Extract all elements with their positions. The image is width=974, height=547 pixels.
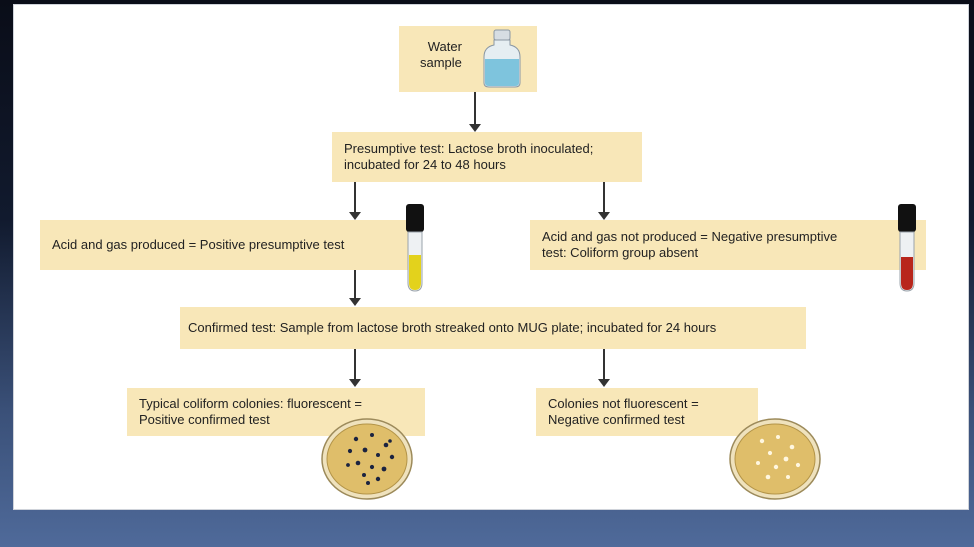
arrow-presumptive-right (598, 182, 610, 220)
negative-tube-liquid (901, 257, 913, 290)
bottle-liquid (485, 59, 519, 86)
water-bottle-icon (483, 29, 521, 88)
presumptive-test-text: Presumptive test: Lactose broth inoculat… (344, 141, 594, 172)
negative-confirmed-text: Colonies not fluorescent = Negative conf… (548, 396, 699, 427)
positive-confirmed-text: Typical coliform colonies: fluorescent =… (139, 396, 362, 427)
positive-presumptive-text: Acid and gas produced = Positive presump… (52, 237, 345, 252)
negative-test-tube-icon (898, 204, 916, 292)
negative-petri-dish-icon (729, 418, 821, 500)
positive-confirmed-box: Typical coliform colonies: fluorescent =… (127, 388, 425, 436)
non-fluorescent-colonies (756, 435, 801, 480)
arrow-confirmed-left (349, 349, 361, 387)
arrow-sample-to-presumptive (469, 92, 481, 132)
fluorescent-colonies (346, 433, 395, 485)
negative-presumptive-text: Acid and gas not produced = Negative pre… (542, 229, 838, 260)
confirmed-test-box: Confirmed test: Sample from lactose brot… (180, 307, 806, 349)
positive-presumptive-box: Acid and gas produced = Positive presump… (40, 220, 422, 270)
confirmed-test-text: Confirmed test: Sample from lactose brot… (188, 320, 717, 335)
positive-tube-liquid (409, 255, 421, 290)
water-sample-label: Water sample (420, 39, 462, 70)
positive-petri-dish-icon (321, 418, 413, 500)
negative-presumptive-box: Acid and gas not produced = Negative pre… (530, 220, 926, 270)
presumptive-test-box: Presumptive test: Lactose broth inoculat… (332, 132, 642, 182)
positive-test-tube-icon (406, 204, 424, 292)
arrow-positive-to-confirmed (349, 270, 361, 306)
arrow-confirmed-right (598, 349, 610, 387)
arrow-presumptive-left (349, 182, 361, 220)
diagram-panel: Water sample Presumptive test: Lactose b… (13, 4, 969, 510)
negative-confirmed-box: Colonies not fluorescent = Negative conf… (536, 388, 758, 436)
